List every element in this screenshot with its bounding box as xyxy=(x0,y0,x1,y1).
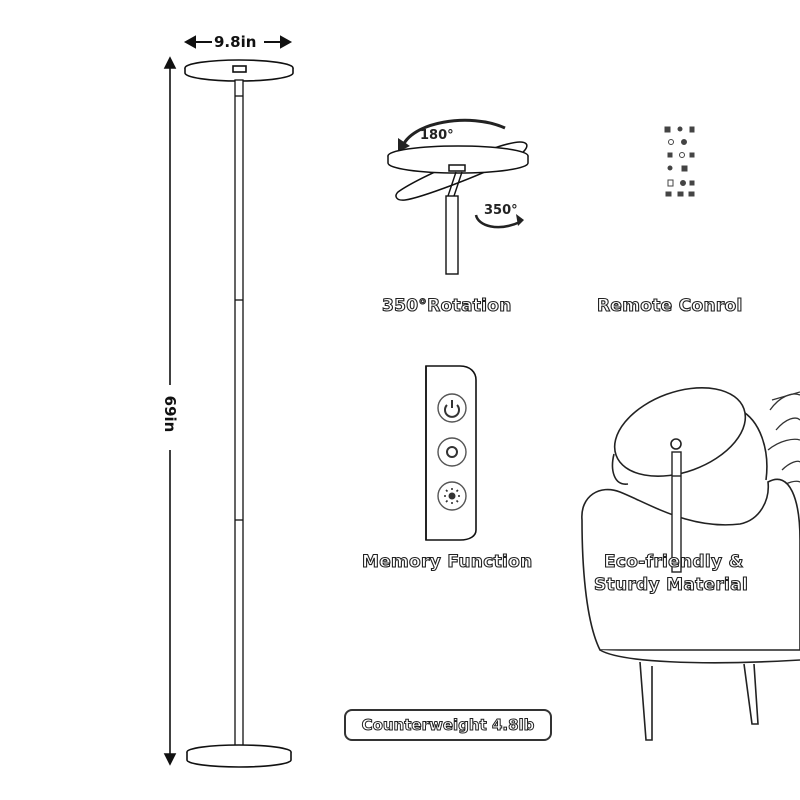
counterweight-label: Counterweight 4.8lb xyxy=(361,716,535,735)
height-dimension-arrow xyxy=(163,56,177,766)
lamp-head xyxy=(184,59,294,82)
armchair-icon xyxy=(581,409,800,741)
rotation-angle-180: 180° xyxy=(420,128,454,143)
rotation-arrow-350-icon xyxy=(474,214,521,229)
plant-icon xyxy=(767,391,800,489)
lamp-base xyxy=(186,744,292,768)
power-icon xyxy=(437,393,467,423)
mode-icon xyxy=(437,437,467,467)
counterweight-badge: Counterweight 4.8lb xyxy=(344,709,552,741)
width-dimension-arrow xyxy=(183,35,293,49)
material-feature-label-line2: Sturdy Material xyxy=(593,574,749,595)
memory-feature-label: Memory Function xyxy=(361,551,533,572)
width-dimension-label: 9.8in xyxy=(214,33,257,51)
rotation-arrow-180-icon xyxy=(400,118,506,149)
rotation-angle-350: 350° xyxy=(484,203,518,218)
rotation-feature-label: 350°Rotation xyxy=(381,295,512,316)
remote-feature-label: Remote Conrol xyxy=(596,295,743,316)
brightness-icon xyxy=(437,481,467,511)
material-feature-label-line1: Eco-friendly & xyxy=(603,551,744,572)
